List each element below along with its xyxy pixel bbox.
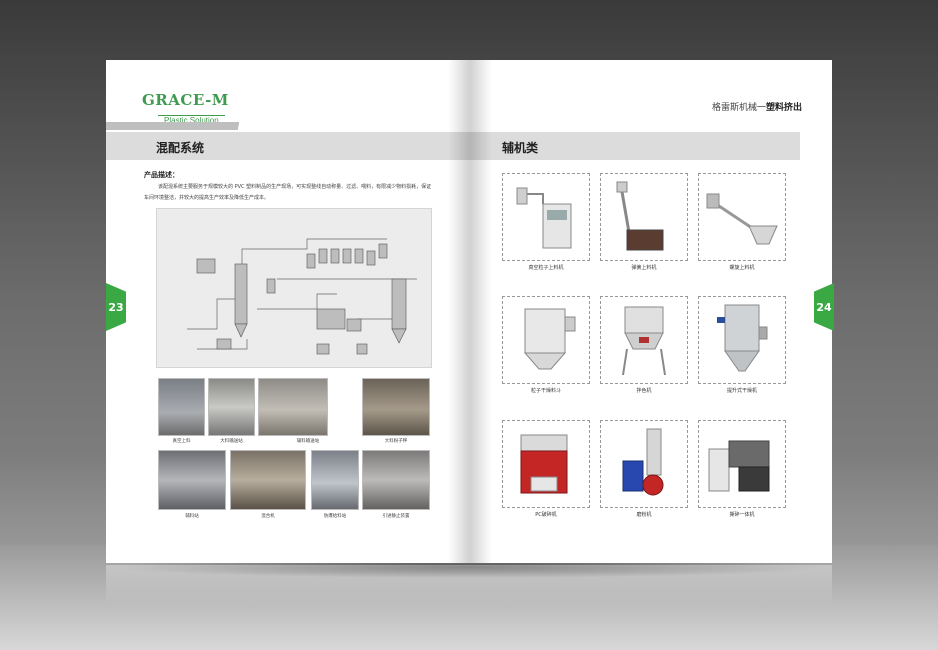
color-mixer-icon [622, 306, 666, 376]
left-page: GRACE-M Plastic Solution 混配系统 产品描述： 该配混系… [106, 60, 470, 563]
spring-loader-icon [616, 181, 664, 251]
product-cell-shredder [698, 420, 786, 508]
process-diagram [156, 208, 432, 368]
product-caption: 螺旋上料机 [729, 265, 755, 271]
right-page: 格雷斯机械一塑料挤出 辅机类 真空粒子上料机 弹簧上料机 螺旋上料机 [470, 60, 832, 563]
photo-main-material-station [208, 378, 255, 436]
photo-main-scale [362, 378, 430, 436]
lift-dryer-icon [717, 304, 768, 372]
floor-reflection [106, 565, 832, 605]
photo-vacuum-loading [158, 378, 205, 436]
page-number-tab-right: 24 [814, 283, 834, 331]
page-header: 格雷斯机械一塑料挤出 [712, 100, 802, 113]
page-gutter-shadow [470, 60, 492, 563]
product-cell-hopper-dryer [502, 296, 590, 384]
product-caption: 真空粒子上料机 [528, 265, 564, 271]
photo-auxiliary-unit [158, 450, 226, 510]
product-cell-screw-loader [698, 173, 786, 261]
product-caption: PC破碎机 [535, 512, 557, 518]
pulverizer-icon [622, 428, 664, 496]
section-bar [106, 132, 470, 160]
photo-caption: 防爆给料站 [323, 514, 347, 519]
shredder-icon [708, 440, 770, 492]
description-heading: 产品描述： [144, 171, 179, 179]
crusher-icon [520, 434, 568, 494]
photo-auxiliary-station [258, 378, 328, 436]
header-category: 塑料挤出 [765, 103, 802, 113]
vacuum-loader-icon [516, 187, 572, 249]
product-caption: 粒子干燥料斗 [530, 388, 561, 394]
header-brand: 格雷斯机械一 [711, 103, 766, 113]
photo-caption: 真空上料 [172, 439, 191, 444]
photo-caption: 大料粉子秤 [384, 439, 408, 444]
photo-caption: 辅料站 [185, 514, 199, 519]
product-caption: 弹簧上料机 [631, 265, 657, 271]
product-cell-spring-loader [600, 173, 688, 261]
product-caption: 撕碎一体机 [729, 512, 755, 518]
photo-caption: 辅料输送站 [296, 439, 320, 444]
header-stripe [106, 122, 256, 130]
photo-static-device [362, 450, 430, 510]
photo-mixer [230, 450, 306, 510]
section-bar [470, 132, 800, 160]
product-cell-crusher [502, 420, 590, 508]
product-caption: 拌色机 [636, 388, 652, 394]
screw-loader-icon [706, 193, 778, 245]
photo-caption: 引进静止装置 [382, 514, 410, 519]
section-title: 辅机类 [502, 141, 539, 155]
product-caption: 提升式干燥机 [726, 388, 757, 394]
product-cell-lift-dryer [698, 296, 786, 384]
page-number-tab-left: 23 [106, 283, 126, 331]
hopper-dryer-icon [523, 308, 576, 370]
page-gutter-shadow [448, 60, 470, 563]
description-text: 该配混系统主要服务于规模较大的 PVC 塑料制品的生产现场，可实现整线自动称量、… [144, 184, 432, 201]
product-cell-color-mixer [600, 296, 688, 384]
logo-main-text: GRACE-M [142, 91, 229, 109]
photo-explosion-proof-station [311, 450, 359, 510]
photo-caption: 混合机 [261, 514, 275, 519]
product-cell-pulverizer [600, 420, 688, 508]
photo-caption: 大料输送站 [220, 439, 243, 444]
process-diagram-drawing [187, 238, 417, 355]
section-title: 混配系统 [156, 141, 205, 155]
product-cell-vacuum-loader [502, 173, 590, 261]
product-caption: 磨粉机 [636, 512, 652, 518]
